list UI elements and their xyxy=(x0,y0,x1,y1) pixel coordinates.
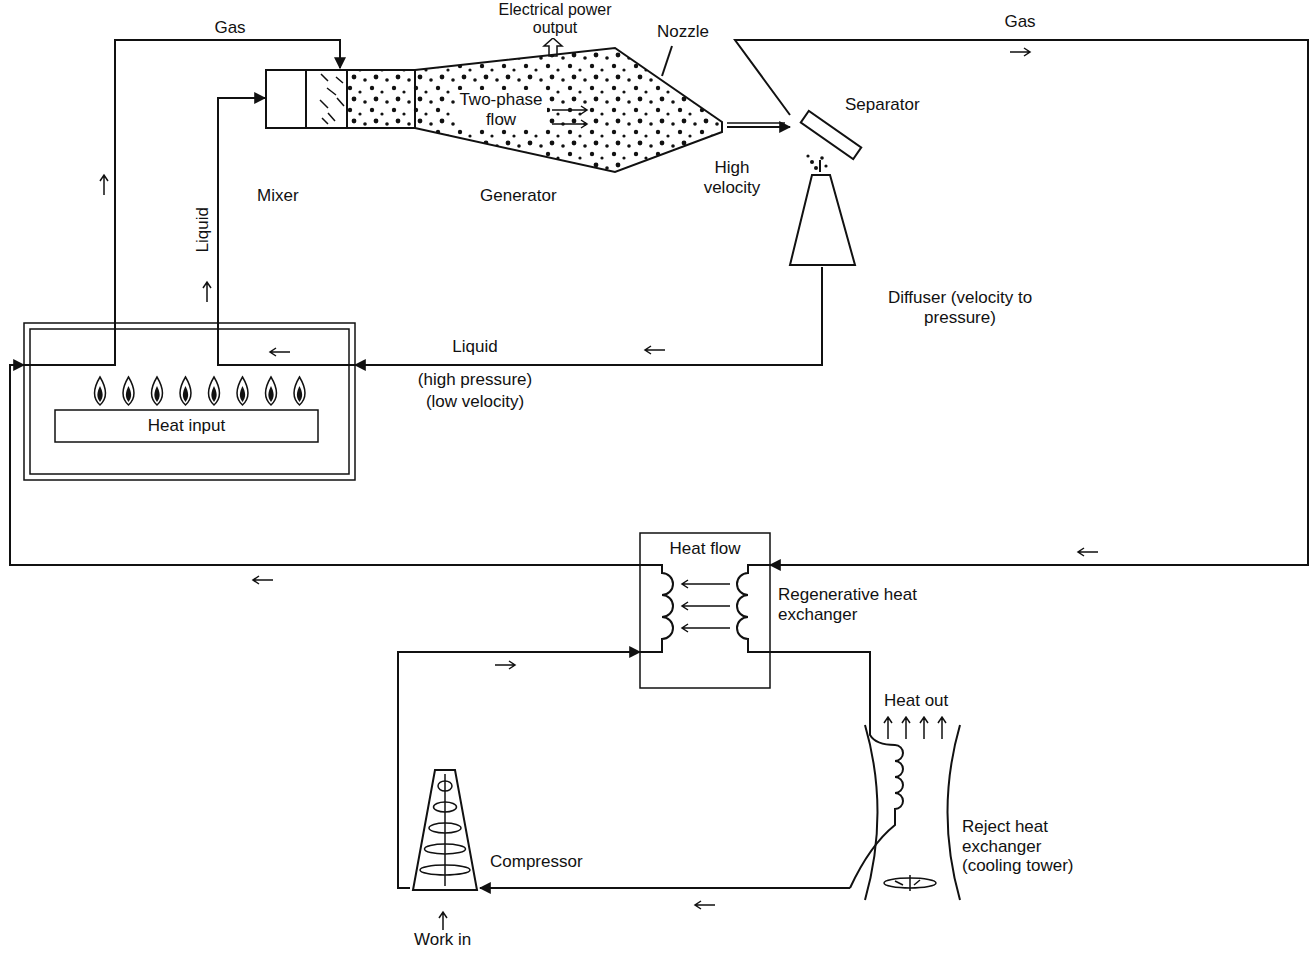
cooling-tower: Heat outReject heat exchanger (cooling t… xyxy=(850,725,970,900)
shape-outline xyxy=(850,725,970,900)
flow-arrows xyxy=(100,48,1098,932)
flow-line xyxy=(819,160,821,172)
diffuser-cone: Diffuser (velocity to pressure) xyxy=(785,172,860,267)
heater-box: Heat input xyxy=(24,323,355,480)
droplets xyxy=(806,154,827,170)
box-heading: Heat flow xyxy=(640,539,770,559)
shape-outline xyxy=(785,172,860,267)
annotation-label: (low velocity) xyxy=(424,392,526,412)
flow-line xyxy=(218,98,265,323)
jet-line xyxy=(727,122,785,124)
separator-plate: Separator xyxy=(790,95,920,160)
part-name: Mixer xyxy=(257,186,299,206)
annotation-label: (high pressure) xyxy=(416,370,534,390)
flow-line xyxy=(355,267,822,365)
generator-nozzle: Two-phase flowGenerator xyxy=(347,40,727,210)
flow-line xyxy=(115,40,340,323)
flow-line xyxy=(735,40,1308,565)
edge-label: Gas xyxy=(1002,12,1037,32)
part-name: Diffuser (velocity to pressure) xyxy=(870,288,1050,327)
shape-outline xyxy=(24,323,355,480)
leader-line xyxy=(662,46,672,76)
part-name: Reject heat exchanger (cooling tower) xyxy=(962,817,1087,876)
part-name: Regenerative heat exchanger xyxy=(778,585,918,624)
regenerator-box: Heat flowRegenerative heat exchanger xyxy=(640,533,770,688)
annotation-label: High velocity xyxy=(690,158,774,197)
flow-line xyxy=(727,126,790,128)
edge-label: Gas xyxy=(212,18,247,38)
flow-line xyxy=(10,365,640,565)
mixer-box: Mixer xyxy=(265,68,347,130)
flow-text: Two-phase flow xyxy=(455,90,547,129)
flow-line xyxy=(480,887,850,889)
annotation-label: Electrical power output xyxy=(493,1,617,38)
part-name: Compressor xyxy=(490,852,583,872)
flow-line xyxy=(770,652,870,725)
part-name: Separator xyxy=(845,95,920,115)
heater-text: Heat input xyxy=(55,410,318,442)
shape-outline xyxy=(410,770,480,895)
annotation-label: Nozzle xyxy=(655,22,711,42)
edge-label: Liquid xyxy=(450,337,499,357)
box-heading: Heat out xyxy=(884,691,948,711)
flames xyxy=(94,377,305,405)
compressor-symbol: Compressor xyxy=(410,770,480,895)
annotation-label: Work in xyxy=(412,930,473,950)
edge-label: Liquid xyxy=(193,205,213,254)
part-name: Generator xyxy=(480,186,557,206)
shape-outline xyxy=(265,68,347,130)
